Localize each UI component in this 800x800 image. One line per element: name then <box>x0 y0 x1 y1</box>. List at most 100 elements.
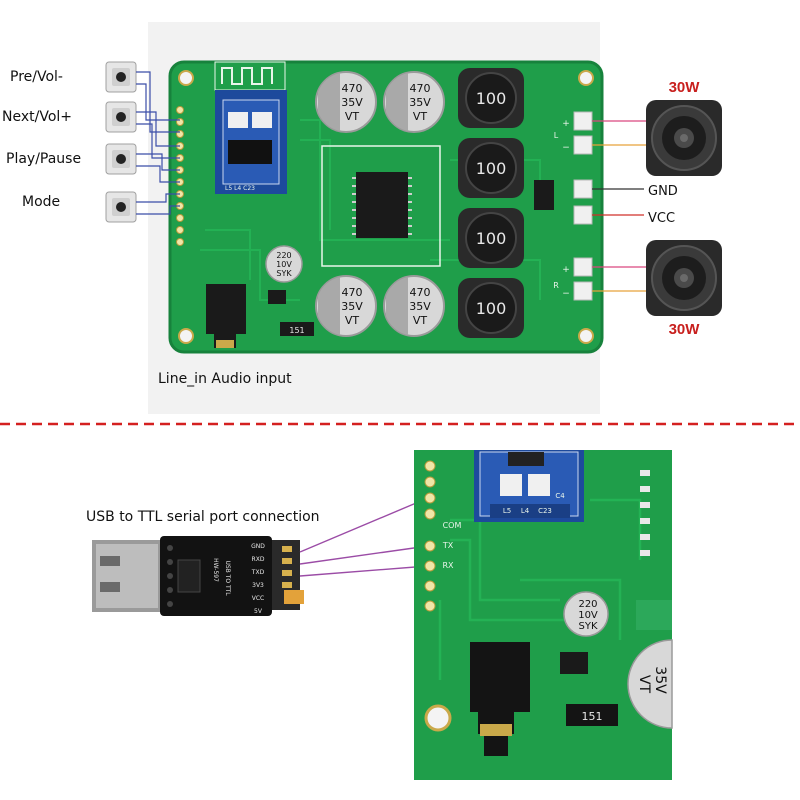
button-header-pins <box>176 106 184 246</box>
inductor-value: 100 <box>476 89 507 108</box>
zoomed-resistor <box>566 704 618 726</box>
adapter-pin-5v: 5V <box>254 608 263 615</box>
bt-label-c4: C4 <box>555 492 565 500</box>
power-diode <box>534 180 554 210</box>
speaker-bottom <box>646 240 722 316</box>
channel-r-label: R <box>553 281 559 290</box>
zoom-resistor-code: 151 <box>582 710 603 723</box>
zoom-cap-value: 220 <box>578 599 597 610</box>
bluetooth-module: L5 L4 C23 <box>214 61 287 194</box>
adapter-pin-3v3: 3V3 <box>252 582 264 589</box>
capacitor-top-left: 470 35V VT <box>315 71 377 133</box>
capacitor-top-right: 470 35V VT <box>383 71 445 133</box>
capacitor-voltage: 35V <box>341 300 363 313</box>
capacitor-bottom-left: 470 35V VT <box>315 275 377 337</box>
bt-label-l4: L4 <box>521 507 530 515</box>
line-in-label: Line_in Audio input <box>158 371 292 387</box>
top-diagram: L5 L4 C23 <box>2 22 722 414</box>
terminal-minus-label: − <box>562 143 570 153</box>
inductor-value: 100 <box>476 299 507 318</box>
zoomed-small-capacitor: 220 10V SYK <box>563 591 609 637</box>
button-label-next-vol: Next/Vol+ <box>2 109 72 125</box>
small-cap-voltage: 10V <box>276 260 292 269</box>
resistor-code: 151 <box>289 326 304 335</box>
bt-label-c23: C23 <box>538 507 552 515</box>
adapter-pin-vcc: VCC <box>252 595 264 602</box>
zoomed-bluetooth-module: L5 L4 C23 C4 <box>474 450 584 522</box>
adapter-pin-rxd: RXD <box>252 556 265 563</box>
capacitor-voltage: 35V <box>409 96 431 109</box>
vcc-label: VCC <box>648 211 675 226</box>
speaker-top-power: 30W <box>669 79 701 96</box>
capacitor-value: 470 <box>342 82 363 95</box>
button-label-pre-vol: Pre/Vol- <box>10 69 63 85</box>
small-cap-value: 220 <box>276 251 291 260</box>
channel-l-label: L <box>554 131 559 140</box>
usb-ttl-label: USB to TTL serial port connection <box>86 509 320 525</box>
speaker-wires <box>592 120 648 292</box>
zoomed-transistor <box>560 652 588 674</box>
zoomed-audio-jack <box>470 642 530 756</box>
zoomed-mounting-hole <box>424 704 452 732</box>
serial-wires <box>299 497 429 577</box>
inductor-1: 100 <box>458 68 524 128</box>
gnd-label: GND <box>648 184 678 199</box>
small-cap-series: SYK <box>276 269 292 278</box>
zoomed-large-capacitor: 35V VT <box>627 639 673 729</box>
inductor-3: 100 <box>458 208 524 268</box>
capacitor-value: 470 <box>342 286 363 299</box>
capacitor-value: 470 <box>410 82 431 95</box>
zoom-big-cap-series: VT <box>636 675 652 694</box>
capacitor-value: 470 <box>410 286 431 299</box>
bottom-diagram: USB to TTL serial port connection HW-597… <box>86 450 673 780</box>
tactile-button-1 <box>105 61 137 93</box>
tactile-button-2 <box>105 101 137 133</box>
mounting-hole <box>578 328 594 344</box>
adapter-text: USB TO TTL <box>224 560 231 596</box>
inductor-value: 100 <box>476 159 507 178</box>
capacitor-voltage: 35V <box>341 96 363 109</box>
zoom-cap-series: SYK <box>578 621 597 632</box>
zoom-big-cap-voltage: 35V <box>652 666 668 694</box>
tactile-button-3 <box>105 143 137 175</box>
pcb-pin-com: COM <box>443 521 462 530</box>
amplifier-ic <box>321 145 441 267</box>
zoom-cap-voltage: 10V <box>578 610 598 621</box>
inductor-2: 100 <box>458 138 524 198</box>
adapter-model: HW-597 <box>212 558 219 582</box>
terminal-minus-label: − <box>562 289 570 299</box>
mounting-hole <box>578 70 594 86</box>
adapter-pin-labels: GND RXD TXD 3V3 VCC 5V <box>251 543 265 615</box>
mounting-hole <box>178 70 194 86</box>
capacitor-series: VT <box>345 110 360 123</box>
terminal-plus-label: + <box>562 265 570 275</box>
inductor-4: 100 <box>458 278 524 338</box>
capacitor-series: VT <box>345 314 360 327</box>
capacitor-bottom-right: 470 35V VT <box>383 275 445 337</box>
speaker-top <box>646 100 722 176</box>
speaker-bottom-power: 30W <box>669 321 701 338</box>
usb-ttl-adapter: HW-597 USB TO TTL GND RXD TXD 3V3 VCC 5V <box>92 536 304 616</box>
button-label-play-pause: Play/Pause <box>6 151 81 167</box>
adapter-pin-txd: TXD <box>251 569 265 576</box>
pcb-pin-tx: TX <box>442 541 454 550</box>
terminal-plus-label: + <box>562 119 570 129</box>
zoomed-pcb: COM TX RX L5 L4 C23 C4 <box>414 450 673 780</box>
capacitor-series: VT <box>413 110 428 123</box>
button-label-mode: Mode <box>22 194 60 210</box>
tactile-button-4 <box>105 191 137 223</box>
amplifier-pcb: L5 L4 C23 <box>168 60 604 354</box>
svg-text:L5 L4 C23: L5 L4 C23 <box>225 185 255 192</box>
capacitor-voltage: 35V <box>409 300 431 313</box>
mounting-hole <box>178 328 194 344</box>
inductor-value: 100 <box>476 229 507 248</box>
adapter-pin-gnd: GND <box>251 543 265 550</box>
small-capacitor: 220 10V SYK <box>265 245 303 283</box>
smd-resistor <box>280 322 314 336</box>
button-wires <box>136 71 180 215</box>
pcb-pin-rx: RX <box>442 561 454 570</box>
audio-jack <box>206 284 246 348</box>
capacitor-series: VT <box>413 314 428 327</box>
bt-label-l5: L5 <box>503 507 511 515</box>
